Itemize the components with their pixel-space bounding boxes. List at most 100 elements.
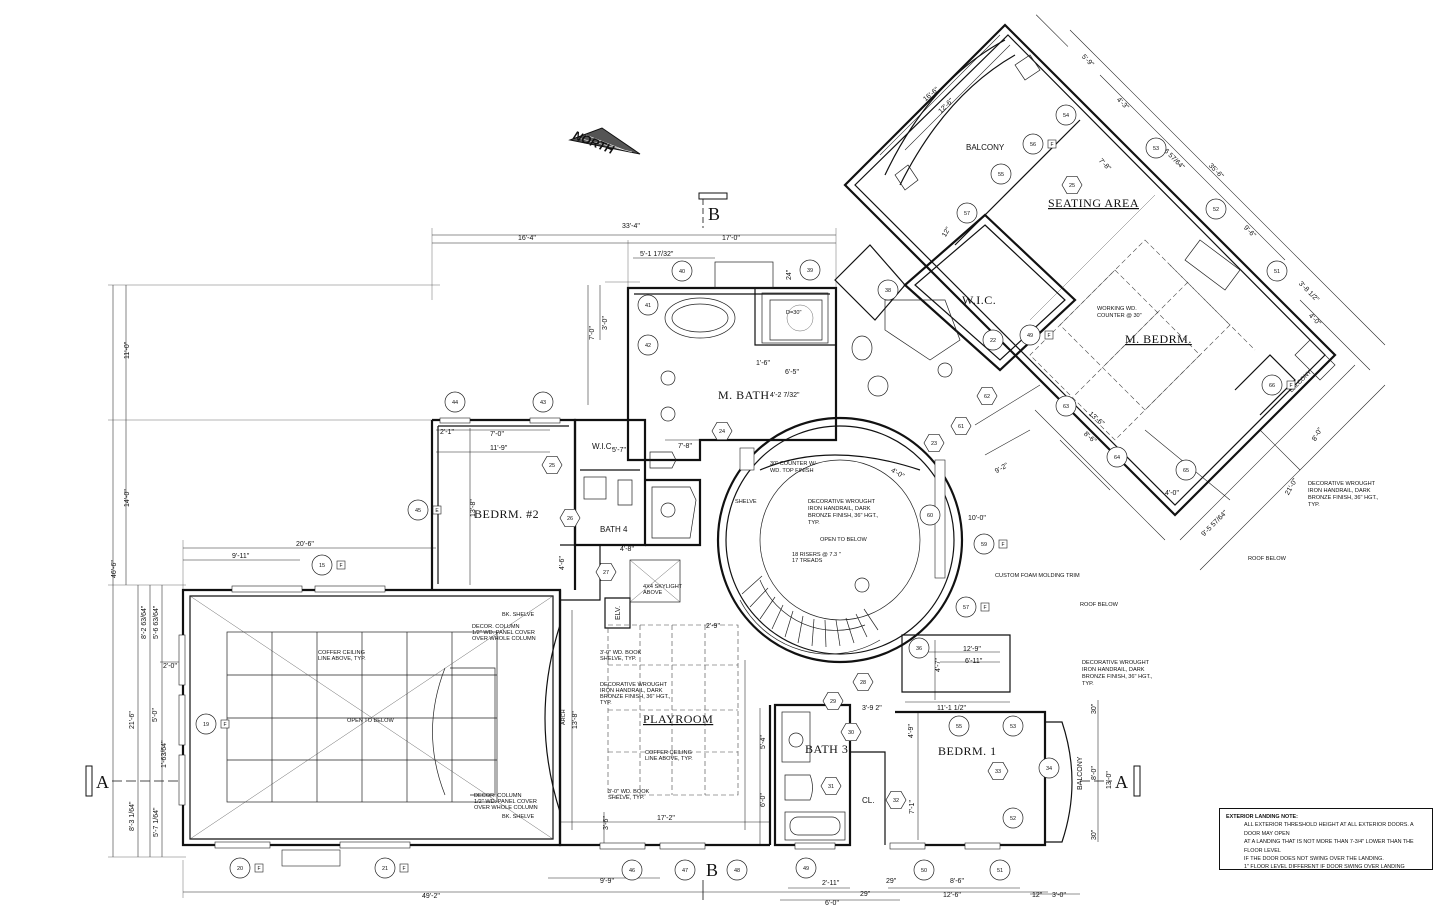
- tag-marker-t43: 43: [532, 391, 554, 413]
- section-a-left-label: A: [96, 772, 109, 792]
- annotation-notes: WORKING WD.COUNTER @ 30" 30" COUNTER W/W…: [318, 306, 1379, 820]
- dim-7-1: 7'-1": [909, 800, 916, 814]
- dim-8-2: 8'-2 63/64": [141, 605, 148, 639]
- tag-label-t48: 48: [734, 868, 740, 874]
- tag-marker-t39: 39: [799, 259, 821, 281]
- tag-label-t41: 41: [645, 303, 651, 309]
- master-suite-walls: [834, 23, 1337, 517]
- tag-marker-t36: 36: [908, 637, 930, 659]
- note-counter-30-2: WD. TOP FINISH: [770, 468, 814, 474]
- tag-label-t60: 60: [927, 513, 933, 519]
- dim-35-6: 35'-6": [1207, 162, 1225, 180]
- exterior-note-line-2: AT A LANDING THAT IS NOT MORE THAN 7-3/4…: [1244, 839, 1414, 854]
- note-decor-column-1-1: DECOR. COLUMN: [472, 624, 520, 630]
- note-handrail-master-1: DECORATIVE WROUGHT: [1308, 481, 1376, 487]
- svg-text:WORKING WD.COUNTER @ 30": WORKING WD.COUNTER @ 30": [1097, 306, 1142, 319]
- note-shelve: SHELVE: [735, 499, 757, 505]
- dim-13-0: 13'-0": [1106, 771, 1113, 789]
- dim-11-1: 11'-1 1/2": [937, 705, 967, 712]
- svg-text:30" COUNTER W/WD. TOP FINISH: 30" COUNTER W/WD. TOP FINISH: [770, 461, 816, 474]
- room-label-balcony-top: BALCONY: [966, 143, 1005, 152]
- tag-label-t40: 40: [679, 269, 685, 275]
- tag-label-t31: 31: [828, 784, 834, 790]
- dim-2-0: 2'-0": [163, 663, 177, 670]
- dim-4-0: 4'-0": [890, 467, 906, 480]
- dim-1-6: 1'-6": [756, 360, 770, 367]
- dim-8-6b: 8'-6": [1082, 431, 1098, 446]
- tag-label-t57b: 57: [963, 605, 969, 611]
- tag-square-t15: F: [339, 563, 342, 569]
- dim-9-2: 9'-2": [994, 462, 1010, 475]
- tag-label-t57a: 57: [964, 211, 970, 217]
- tag-label-t55b: 55: [956, 724, 962, 730]
- room-label-master-bath: M. BATH: [718, 388, 770, 402]
- dim-3-0b: 3'-0": [1052, 892, 1066, 899]
- note-decor-column-2-1: DECOR. COLUMN: [474, 793, 522, 799]
- tag-label-t22: 22: [990, 338, 996, 344]
- room-label-balcony-bed1: BALCONY: [1077, 756, 1084, 790]
- dim-21-0: 21'-0": [1284, 477, 1299, 496]
- tag-label-t44: 44: [452, 400, 458, 406]
- tag-label-t33: 33: [995, 769, 1001, 775]
- dim-33-4: 33'-4": [622, 223, 640, 230]
- room-label-wic-master: W.I.C.: [962, 293, 996, 307]
- room-label-bedroom-1: BEDRM. 1: [938, 744, 997, 758]
- dim-11-9: 11'-9": [490, 445, 508, 452]
- note-handrail-play-2: IRON HANDRAIL, DARK: [600, 688, 663, 694]
- dim-29a: 29": [860, 891, 871, 898]
- north-arrow: NORTH: [568, 127, 641, 157]
- tag-label-t56: 56: [1030, 142, 1036, 148]
- tag-label-t39: 39: [807, 268, 813, 274]
- exterior-note-title: EXTERIOR LANDING NOTE:: [1226, 814, 1298, 820]
- note-book-shelve-1-2: SHELVE, TYP.: [600, 656, 637, 662]
- section-b-bottom-label: B: [706, 860, 718, 880]
- dim-30a: 30": [1091, 703, 1098, 714]
- dim-6-0b: 6'-0": [825, 900, 839, 907]
- note-handrail-master-4: TYP.: [1308, 502, 1320, 508]
- section-marker-b-bottom: B: [702, 860, 718, 900]
- note-handrail-play-1: DECORATIVE WROUGHT: [600, 682, 668, 688]
- tag-label-t20: 20: [237, 866, 243, 872]
- tag-marker-t31: 31: [820, 776, 842, 796]
- section-marker-a-right: A: [1080, 765, 1141, 797]
- tag-marker-t25b: 25: [1061, 175, 1083, 195]
- section-marker-a-left: A: [85, 765, 180, 797]
- dim-46-6: 46'-6": [111, 560, 118, 578]
- dim-5-7b: 5'-7": [612, 447, 626, 454]
- room-label-closet: CL.: [862, 796, 874, 805]
- tag-marker-t24: 24: [711, 421, 733, 441]
- dim-9-6: 9'-6": [1242, 224, 1257, 239]
- note-open-below-play: OPEN TO BELOW: [347, 718, 394, 724]
- tag-marker-t30: 30: [840, 722, 862, 742]
- tag-marker-t48: 48: [726, 859, 748, 881]
- note-working-counter-2: COUNTER @ 30": [1097, 313, 1142, 319]
- tag-marker-t65: 65: [1175, 459, 1197, 481]
- room-label-arch: ARCH: [561, 709, 567, 725]
- note-foam-trim: CUSTOM FOAM MOLDING TRIM: [995, 573, 1080, 579]
- tag-label-t24: 24: [719, 429, 725, 435]
- tag-marker-t53: 53: [1145, 137, 1167, 159]
- dim-14-0: 14'-0": [124, 489, 131, 507]
- note-handrail-stair-1: DECORATIVE WROUGHT: [808, 499, 876, 505]
- section-a-right-label: A: [1115, 772, 1128, 792]
- tag-marker-t26: 26: [559, 508, 581, 528]
- tag-marker-t22: 22: [982, 329, 1004, 351]
- dim-3-9: 3'-9 2": [862, 705, 882, 712]
- tag-label-t21: 21: [382, 866, 388, 872]
- section-b-top-label: B: [708, 204, 720, 224]
- dim-30b: 30": [1091, 829, 1098, 840]
- dim-7-0b: 7'-0": [589, 326, 596, 340]
- tag-label-t15: 15: [319, 563, 325, 569]
- note-decor-column-2-2: 1/2" WD. PANEL COVER: [474, 799, 537, 805]
- dim-12-9: 12'-9": [963, 646, 981, 653]
- dim-4-7: 4'-7": [935, 658, 942, 672]
- note-open-below: OPEN TO BELOW: [820, 537, 867, 543]
- dim-49-2: 49'-2": [422, 893, 440, 900]
- dim-2-11: 2'-11": [822, 880, 840, 887]
- tag-label-t52: 52: [1213, 207, 1219, 213]
- dim-17-0a: 17'-0": [722, 235, 740, 242]
